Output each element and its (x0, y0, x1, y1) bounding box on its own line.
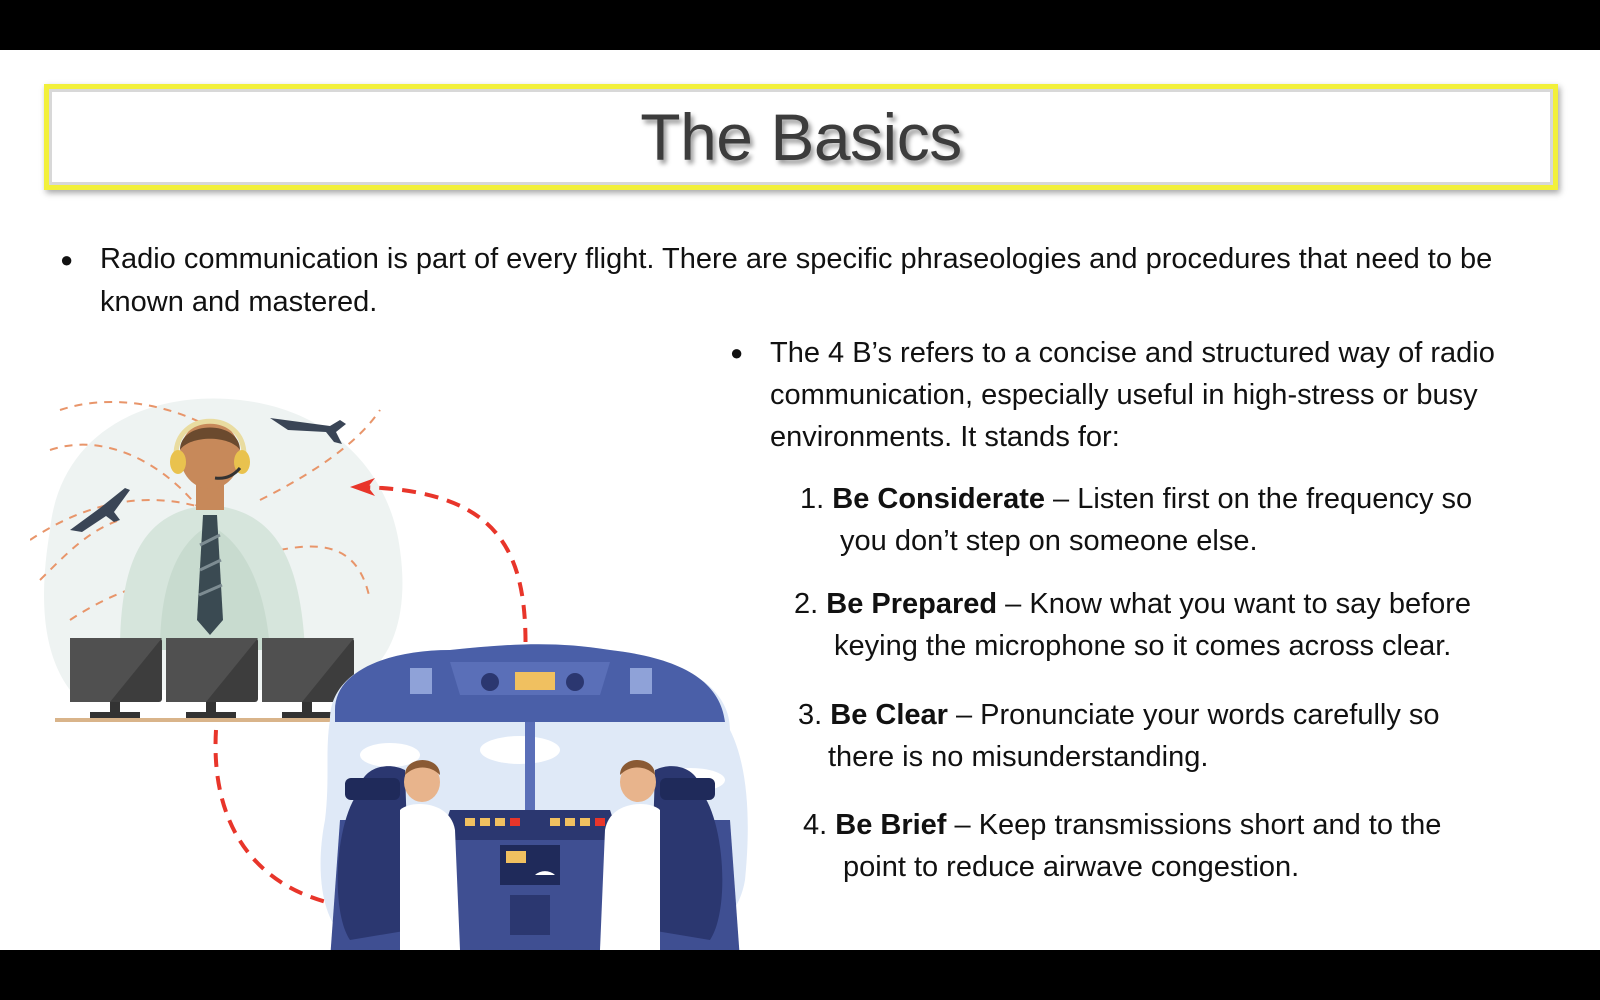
item-desc: – Keep transmissions short and to the (946, 809, 1442, 841)
item-desc: – Know what you want to say before (997, 588, 1472, 620)
four-b-item-4: 4. Be Brief – Keep transmissions short a… (803, 804, 1441, 888)
airplane-icon-2 (70, 488, 130, 532)
item-desc-cont: point to reduce airwave congestion. (843, 851, 1300, 883)
item-desc: – Pronunciate your words carefully so (947, 699, 1440, 731)
item-number: 2. (794, 588, 819, 620)
airplane-icon (270, 418, 346, 444)
intro-text: Radio communication is part of every fli… (100, 243, 1493, 318)
item-name: Be Brief (835, 809, 947, 841)
intro-bullet: ● Radio communication is part of every f… (60, 238, 1520, 324)
slide: The Basics ● Radio communication is part… (0, 50, 1600, 950)
four-b-item-1: 1. Be Considerate – Listen first on the … (800, 478, 1472, 562)
bullet-marker-2: ● (730, 340, 744, 365)
item-desc-cont: you don’t step on someone else. (840, 525, 1258, 557)
four-b-item-2: 2. Be Prepared – Know what you want to s… (794, 583, 1471, 667)
headset-icon (170, 450, 186, 474)
pilot-icon (337, 760, 460, 950)
item-name: Be Prepared (826, 588, 998, 620)
pilot-icon-2 (600, 760, 723, 950)
monitor-icon (70, 638, 354, 718)
four-bs-bullet: ● The 4 B’s refers to a concise and stru… (730, 332, 1560, 458)
four-b-item-3: 3. Be Clear – Pronunciate your words car… (798, 694, 1440, 778)
four-bs-intro-text: The 4 B’s refers to a concise and struct… (770, 337, 1495, 453)
bullet-marker: ● (60, 247, 74, 272)
cockpit-icon (320, 644, 748, 950)
item-number: 4. (803, 809, 828, 841)
item-number: 3. (798, 699, 823, 731)
item-desc-cont: keying the microphone so it comes across… (834, 630, 1452, 662)
item-number: 1. (800, 483, 825, 515)
title-box: The Basics (44, 84, 1558, 190)
item-name: Be Clear (830, 699, 948, 731)
item-desc: – Listen first on the frequency so (1044, 483, 1473, 515)
item-desc-cont: there is no misunderstanding. (828, 741, 1209, 773)
atc-cockpit-illustration (30, 398, 748, 950)
slide-title: The Basics (640, 100, 962, 174)
item-name: Be Considerate (832, 483, 1045, 515)
